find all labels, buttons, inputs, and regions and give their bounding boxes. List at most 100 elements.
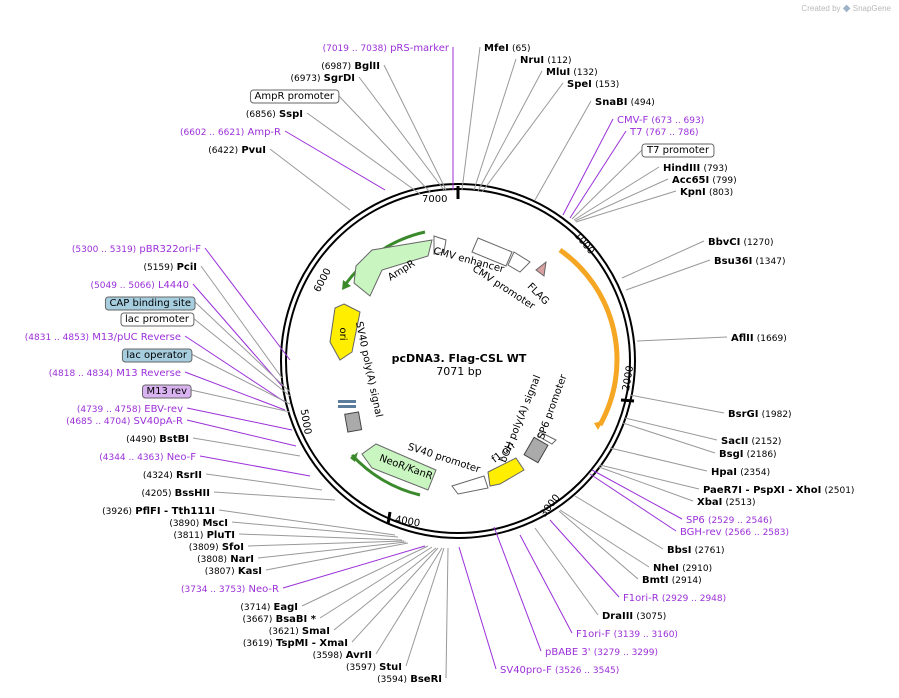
enzyme-label: (3809) SfoI (189, 542, 244, 553)
site-name: NruI (520, 55, 544, 66)
leader-line (559, 509, 650, 568)
enzyme-label: AflII (1669) (731, 333, 787, 344)
site-name: BbsI (667, 545, 691, 556)
enzyme-label: SpeI (153) (567, 79, 619, 90)
leader-line (609, 447, 708, 472)
site-position: (4739 .. 4758) (77, 405, 141, 415)
site-name: BglII (354, 61, 380, 72)
feature-label-box (641, 143, 715, 158)
primer-label: (5300 .. 5319) pBR322ori-F (72, 244, 201, 255)
ampr-promoter-arrow (433, 235, 447, 255)
site-position: (3926) (102, 507, 132, 517)
site-position: (6973) (291, 74, 321, 84)
site-position: (1347) (756, 257, 786, 267)
site-position: (3526 .. 3545) (555, 666, 619, 676)
site-position: (494) (631, 98, 655, 108)
enzyme-label: Acc65I (799) (672, 175, 737, 186)
site-name: Amp-R (248, 127, 282, 138)
enzyme-label: XbaI (2513) (697, 497, 755, 508)
enzyme-label: HpaI (2354) (711, 467, 770, 478)
enzyme-label: (6973) SgrDI (291, 73, 355, 84)
primer-label: T7 (767 .. 786) (629, 127, 699, 138)
site-name: EagI (274, 602, 298, 613)
site-name: pRS-marker (390, 43, 450, 54)
leader-line (257, 541, 407, 559)
site-position: (3809) (189, 543, 219, 553)
leader-line (473, 58, 517, 191)
site-position: (2914) (672, 576, 702, 586)
enzyme-label: BsrGI (1982) (728, 409, 792, 420)
enzyme-label: BmtI (2914) (642, 575, 702, 586)
site-name: SV40pA-R (134, 416, 183, 427)
enzyme-label: (4324) RsrII (143, 470, 202, 481)
leader-line (269, 148, 351, 211)
backbone-outer (280, 183, 636, 539)
site-name: PciI (177, 262, 197, 273)
site-name: AvrII (346, 650, 372, 661)
site-position: (2910) (682, 564, 712, 574)
site-position: (3619) (243, 639, 273, 649)
site-position: (793) (703, 164, 727, 174)
site-name: Bsu36I (714, 256, 752, 267)
site-name: StuI (379, 662, 402, 673)
leader-line (493, 526, 542, 652)
leader-line (558, 510, 639, 580)
site-name: MscI (202, 518, 228, 529)
enzyme-label: BsgI (2186) (719, 449, 777, 460)
plasmid-length: 7071 bp (436, 365, 481, 378)
primer-label: pBABE 3' (3279 .. 3299) (545, 647, 658, 658)
site-position: (3075) (636, 612, 666, 622)
leader-lines (184, 46, 728, 679)
enzyme-label: (6987) BglII (321, 61, 380, 72)
leader-line (186, 407, 293, 431)
site-position: (2186) (747, 450, 777, 460)
site-position: (5300 .. 5319) (72, 245, 136, 255)
enzyme-label: (3811) PluTI (173, 530, 235, 541)
brand-logo-text: SnapGene (852, 4, 891, 13)
green-arc-ampr-head (342, 280, 351, 290)
feature-box-label: AmpR promoter (255, 91, 335, 102)
orange-arc-cds (558, 247, 620, 427)
site-name: T7 promoter (646, 145, 710, 156)
tick-label-1000: 1000 (572, 230, 597, 257)
site-name: AflII (731, 333, 754, 344)
enzyme-label: (3594) BseRI (377, 674, 442, 685)
leader-line (301, 545, 429, 607)
site-name: M13/pUC Reverse (92, 332, 181, 343)
site-name: SspI (279, 109, 303, 120)
site-position: (3807) (205, 567, 235, 577)
enzyme-label: (3597) StuI (346, 662, 402, 673)
tick-2000 (620, 398, 635, 403)
f1-ori-arrow (487, 457, 525, 487)
site-name: TspMI - XmaI (276, 638, 348, 649)
feature-box-label: lac promoter (125, 314, 190, 325)
leader-line (192, 283, 283, 387)
enzyme-label: SacII (2152) (721, 436, 781, 447)
primer-label: (4831 .. 4853) M13/pUC Reverse (25, 332, 181, 343)
leader-line (358, 76, 445, 191)
bgh-pa-box (523, 436, 549, 464)
primer-label: F1ori-F (3139 .. 3160) (576, 629, 678, 640)
leader-line (599, 464, 700, 490)
site-position: (4831 .. 4853) (25, 333, 89, 343)
site-position: (767 .. 786) (646, 128, 699, 138)
leader-line (375, 547, 443, 655)
leader-line (190, 389, 291, 413)
site-name: XbaI (697, 497, 722, 508)
site-position: (2513) (726, 498, 756, 508)
site-position: (3808) (197, 555, 227, 565)
leader-line (238, 533, 403, 541)
leader-line (319, 546, 433, 619)
site-name: Neo-R (249, 584, 280, 595)
site-position: (673 .. 693) (651, 116, 704, 126)
site-name: CAP binding site (109, 298, 191, 309)
primer-label: BGH-rev (2566 .. 2583) (680, 527, 789, 538)
feature-box-label: T7 promoter (646, 145, 710, 156)
enzyme-label: KpnI (803) (680, 187, 733, 198)
site-name: RsrII (176, 470, 202, 481)
site-position: (2929 .. 2948) (662, 594, 726, 604)
leader-line (247, 540, 405, 547)
enzyme-label: DraIII (3075) (602, 611, 666, 622)
site-position: (3890) (169, 519, 199, 529)
leader-line (481, 82, 564, 193)
